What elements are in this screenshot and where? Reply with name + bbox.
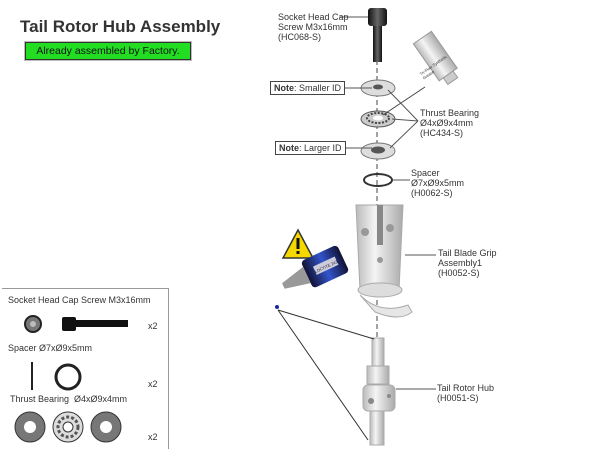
- note-smaller-id: Note: Smaller ID: [270, 81, 346, 95]
- washer-larger-id: [360, 142, 396, 160]
- threadlock-drop: [275, 305, 279, 309]
- threadlock-bottle: LOCTITE 243: [282, 245, 349, 289]
- callout-line: Assembly1: [438, 258, 483, 268]
- screw-part: [368, 8, 387, 62]
- tail-rotor-hub-part: [362, 337, 396, 446]
- grip-callout: Tail Blade Grip Assembly1 (H0052-S): [438, 248, 497, 278]
- callout-line: (H0062-S): [411, 188, 453, 198]
- warning-triangle-icon: [281, 228, 315, 259]
- callout-line: Tail Blade Grip: [438, 248, 497, 258]
- parts-item-label: Thrust Bearing Ø4xØ9x4mm: [10, 394, 128, 404]
- callout-line: Ø4xØ9x4mm: [420, 118, 474, 128]
- hub-callout: Tail Rotor Hub (H0051-S): [437, 383, 494, 403]
- factory-assembled-badge: Already assembled by Factory.: [25, 42, 191, 60]
- parts-item-qty: x2: [148, 379, 158, 389]
- callout-line: (H0052-S): [438, 268, 480, 278]
- note-larger-id: Note: Larger ID: [275, 141, 346, 155]
- parts-item-qty: x2: [148, 321, 158, 331]
- callout-line: Thrust Bearing: [420, 108, 480, 118]
- threadlock-arrows: [277, 309, 375, 441]
- callout-line: (H0051-S): [437, 393, 479, 403]
- note-bold: Note: [274, 83, 294, 93]
- callout-line: Socket Head Cap: [278, 12, 349, 22]
- grease-tube: [412, 30, 459, 86]
- callout-line: Tail Rotor Hub: [437, 383, 495, 393]
- callout-line: (HC068-S): [278, 32, 322, 42]
- spacer-callout: Spacer Ø7xØ9x5mm (H0062-S): [411, 168, 464, 198]
- parts-item-label: Socket Head Cap Screw M3x16mm: [8, 295, 151, 305]
- grease-leader: [382, 86, 426, 116]
- note-text: : Larger ID: [299, 143, 342, 153]
- leader-lines: [340, 16, 436, 390]
- tail-blade-grip-part: [355, 204, 413, 318]
- callout-line: (HC434-S): [420, 128, 464, 138]
- page-title: Tail Rotor Hub Assembly: [20, 17, 221, 36]
- callout-line: Ø7xØ9x5mm: [411, 178, 465, 188]
- parts-box-icons: [14, 315, 128, 443]
- parts-box: [2, 288, 169, 449]
- spacer-part: [363, 173, 393, 187]
- parts-item-qty: x2: [148, 432, 158, 442]
- note-text: : Smaller ID: [294, 83, 342, 93]
- bearing-callout: Thrust Bearing Ø4xØ9x4mm (HC434-S): [420, 108, 479, 138]
- thrust-bearing-part: [360, 110, 396, 128]
- callout-line: Screw M3x16mm: [278, 22, 348, 32]
- callout-line: Spacer: [411, 168, 440, 178]
- parts-item-label: Spacer Ø7xØ9x5mm: [8, 343, 93, 353]
- note-bold: Note: [279, 143, 299, 153]
- screw-callout: Socket Head Cap Screw M3x16mm (HC068-S): [278, 12, 349, 42]
